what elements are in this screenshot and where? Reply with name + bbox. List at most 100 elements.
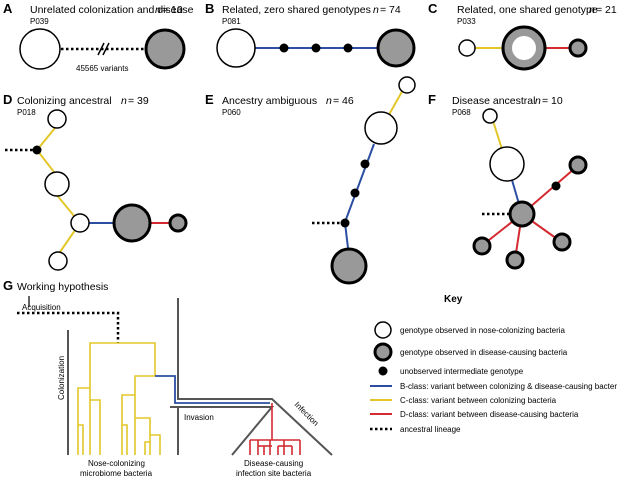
disease-genotype-node xyxy=(505,250,525,270)
nose-label-line1: Nose-colonizing xyxy=(88,459,145,468)
b-class-edge xyxy=(511,179,520,205)
panel-d-title: Colonizing ancestral xyxy=(17,95,112,107)
colonizing-genotype-node xyxy=(458,39,476,57)
disease-genotype-node xyxy=(376,28,416,68)
panel-f-id: P068 xyxy=(452,108,471,117)
panel-e-id: P060 xyxy=(222,108,241,117)
colonization-label: Colonization xyxy=(57,356,66,400)
panel-a-letter: A xyxy=(3,1,13,16)
open-circle-icon xyxy=(374,321,392,339)
intermediate-genotype-node xyxy=(311,43,321,53)
panel-c-letter: C xyxy=(428,1,438,16)
legend-item-label: genotype observed in nose-colonizing bac… xyxy=(400,326,566,335)
colonizing-genotype-node xyxy=(398,76,416,94)
panel-g: G Working hypothesis Acquisition Coloniz… xyxy=(3,278,333,478)
c-class-edge xyxy=(36,149,55,173)
disease-genotype-node xyxy=(568,38,588,58)
panel-d: D Colonizing ancestral n = 39 P018 xyxy=(3,92,188,271)
variant-count-label: 45565 variants xyxy=(76,64,128,73)
disease-genotype-node xyxy=(330,247,368,285)
panel-e-n-label: n xyxy=(326,95,332,107)
intermediate-genotype-node xyxy=(360,159,370,169)
b-class-edge xyxy=(344,143,375,223)
colonizing-genotype-node xyxy=(482,108,498,124)
colonizing-tree xyxy=(77,342,161,455)
gray-circle-icon xyxy=(373,342,393,362)
intermediate-genotype-node xyxy=(350,188,360,198)
colonizing-genotype-node xyxy=(489,146,525,182)
colonizing-genotype-node xyxy=(70,213,90,233)
panel-c-title: Related, one shared genotype xyxy=(457,4,598,16)
b-class-path xyxy=(155,375,270,404)
panel-b-letter: B xyxy=(205,1,214,16)
invasion-corridor xyxy=(170,298,333,456)
panel-f-letter: F xyxy=(428,92,436,107)
invasion-label: Invasion xyxy=(184,413,214,422)
panel-c-n-label: n xyxy=(589,4,595,16)
c-class-edge xyxy=(36,127,56,151)
black-dot-icon xyxy=(378,366,388,376)
intermediate-genotype-node xyxy=(32,145,42,155)
panel-a-id: P039 xyxy=(30,17,49,26)
disease-genotype-node xyxy=(552,232,572,252)
colonizing-genotype-node xyxy=(364,111,398,145)
disease-genotype-node xyxy=(472,236,492,256)
legend-item-label: genotype observed in disease-causing bac… xyxy=(400,348,568,357)
panel-a-n-label: n xyxy=(155,4,161,16)
intermediate-genotype-node xyxy=(279,43,289,53)
c-class-edge xyxy=(492,120,503,150)
panel-a-title: Unrelated colonization and disease xyxy=(30,4,194,16)
infection-label: Infection xyxy=(293,400,321,428)
panel-d-id: P018 xyxy=(17,108,36,117)
panel-e-title: Ancestry ambiguous xyxy=(222,95,317,107)
disease-genotype-node xyxy=(144,28,186,70)
disease-label-line1: Disease-causing xyxy=(244,459,303,468)
colonizing-genotype-node xyxy=(44,171,70,197)
legend-item-label: C-class: variant between colonizing bact… xyxy=(400,396,557,405)
panel-c-n-value: = 21 xyxy=(596,4,617,16)
panel-e-n-value: = 46 xyxy=(333,95,354,107)
panel-e-letter: E xyxy=(205,92,214,107)
legend-item-label: B-class: variant between colonizing & di… xyxy=(400,382,617,391)
disease-tree xyxy=(249,403,301,455)
panel-b-n-value: = 74 xyxy=(380,4,401,16)
ancestral-lineage-path xyxy=(17,311,120,343)
panel-b-id: P081 xyxy=(222,17,241,26)
panel-f-n-label: n xyxy=(535,95,541,107)
legend-item-label: unobserved intermediate genotype xyxy=(400,367,524,376)
panel-a: A Unrelated colonization and disease n =… xyxy=(3,1,194,73)
panel-c: C Related, one shared genotype n = 21 P0… xyxy=(428,1,617,71)
colonizing-genotype-node xyxy=(47,109,67,129)
legend-item-label: D-class: variant between disease-causing… xyxy=(400,410,579,419)
disease-genotype-node xyxy=(112,203,152,243)
disease-genotype-node xyxy=(168,213,188,233)
disease-label-line2: infection site bacteria xyxy=(236,469,312,478)
panel-e: E Ancestry ambiguous n = 46 P060 xyxy=(205,76,416,285)
panel-b-n-label: n xyxy=(373,4,379,16)
panel-d-n-value: = 39 xyxy=(128,95,149,107)
panel-b-title: Related, zero shared genotypes xyxy=(222,4,371,16)
panel-c-id: P033 xyxy=(457,17,476,26)
panel-g-letter: G xyxy=(3,278,13,293)
panel-d-letter: D xyxy=(3,92,12,107)
intermediate-genotype-node xyxy=(551,181,561,191)
panel-b: B Related, zero shared genotypes n = 74 … xyxy=(205,1,416,68)
panel-d-n-label: n xyxy=(121,95,127,107)
break-mark xyxy=(102,42,110,56)
disease-genotype-node xyxy=(568,155,588,175)
panel-f: F Disease ancestral n = 10 P068 xyxy=(428,92,588,270)
legend-title: Key xyxy=(444,294,463,305)
shared-colonizing-genotype-node xyxy=(512,36,536,60)
nose-label-line2: microbiome bacteria xyxy=(80,469,153,478)
colonizing-genotype-node xyxy=(48,251,68,271)
panel-f-n-value: = 10 xyxy=(542,95,563,107)
legend: Key genotype observed in nose-colonizing… xyxy=(370,294,617,434)
colonizing-genotype-node xyxy=(19,28,61,70)
disease-genotype-node xyxy=(508,200,536,228)
colonizing-genotype-node xyxy=(216,28,256,68)
intermediate-genotype-node xyxy=(343,43,353,53)
panel-f-title: Disease ancestral xyxy=(452,95,535,107)
acquisition-label: Acquisition xyxy=(22,303,61,312)
panel-a-n-value: = 10 xyxy=(162,4,183,16)
